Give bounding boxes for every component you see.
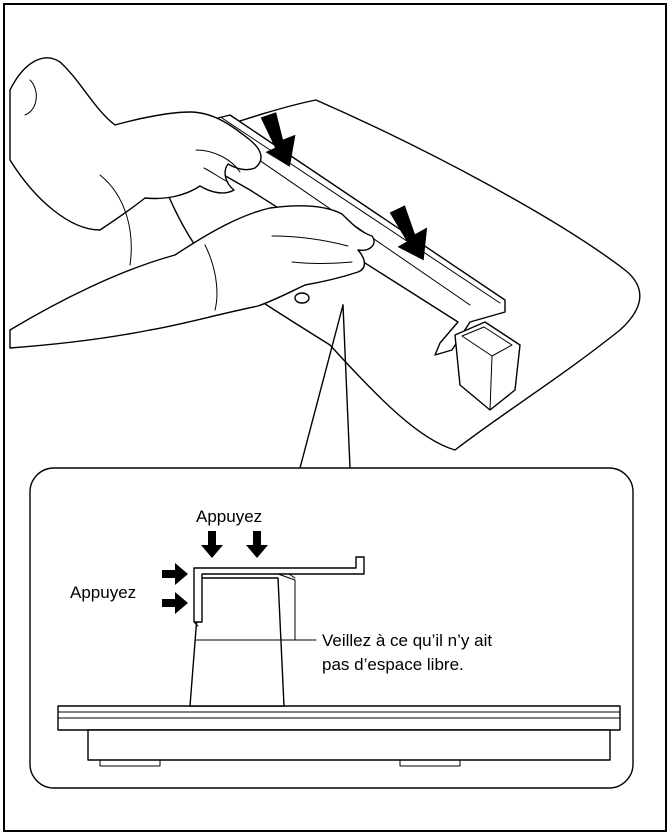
arrow-right-icon: [162, 563, 188, 585]
press-arrow-icon: [389, 205, 428, 261]
gap-note-line1: Veillez à ce qu’il n’y ait: [322, 631, 492, 650]
figure-frame: [3, 3, 667, 832]
arm-front: [9, 205, 375, 349]
gap-note-line2: pas d’espace libre.: [322, 655, 464, 674]
support-block-section: [189, 577, 285, 707]
gap-pointer: [288, 573, 296, 579]
callout-leader: [299, 304, 344, 469]
support-block: [454, 321, 521, 411]
detail-callout: Appuyez Appuyez Veillez à ce qu’il n’y a…: [29, 467, 634, 789]
bracket-ridge: [221, 117, 501, 304]
arrow-right-icon: [162, 592, 188, 614]
press-arrow-icon: [260, 112, 296, 167]
callout-leader: [342, 304, 351, 469]
plate-base: [87, 729, 611, 761]
arm-back: [9, 57, 262, 231]
press-label-top: Appuyez: [196, 507, 262, 526]
top-illustration: [9, 57, 641, 469]
support-block-top: [461, 326, 513, 357]
arrow-down-icon: [201, 531, 223, 558]
arrow-down-icon: [246, 531, 268, 558]
screw-hole: [294, 292, 310, 304]
press-label-left: Appuyez: [70, 583, 136, 602]
bracket-section: [193, 556, 365, 623]
